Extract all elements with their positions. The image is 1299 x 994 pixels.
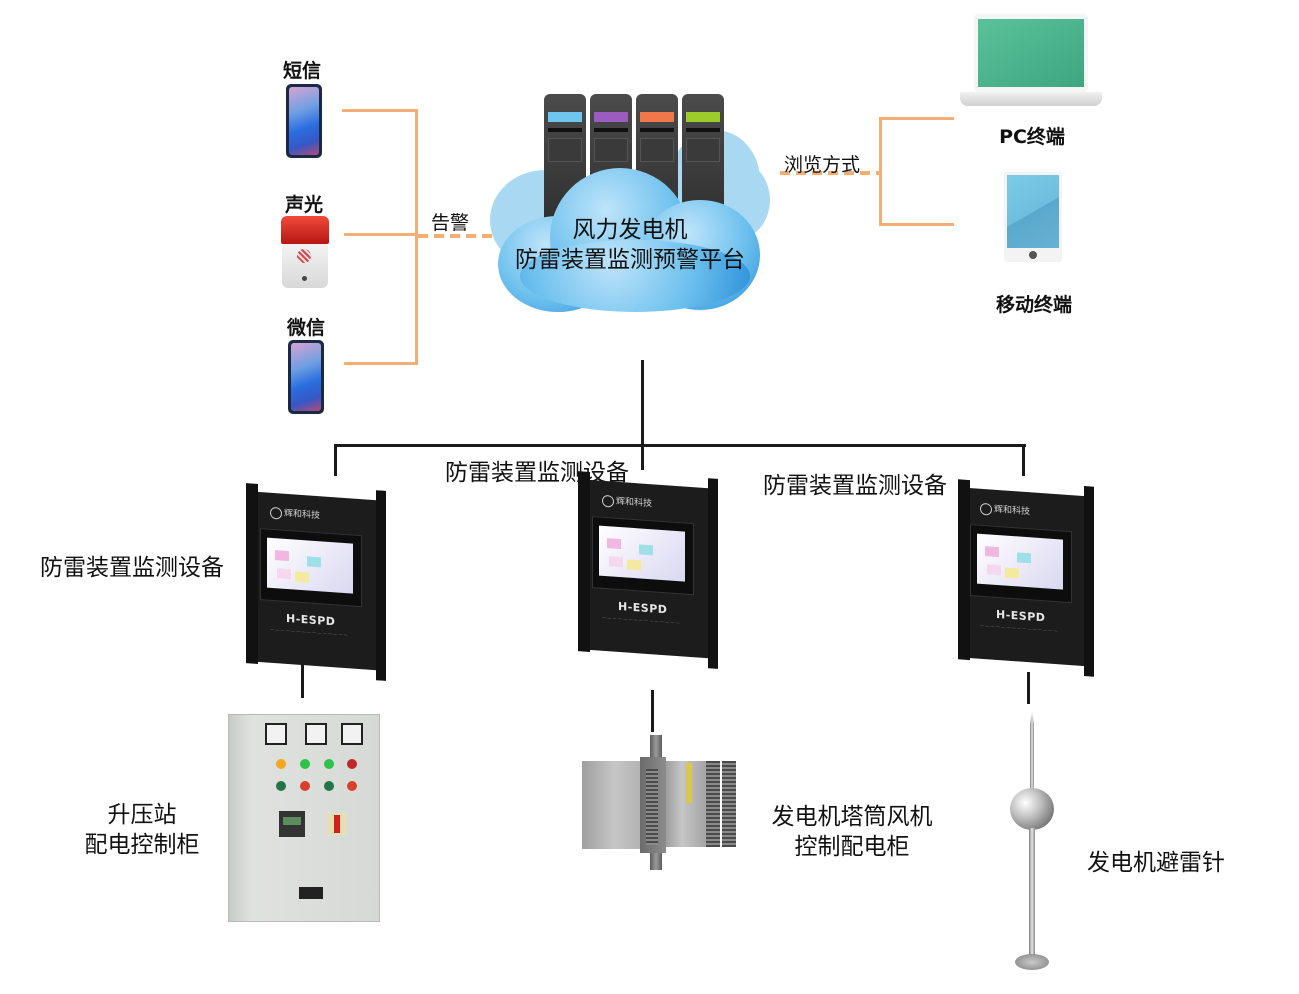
connector-line [651, 690, 654, 732]
monitoring-device: 辉和科技 H-ESPD — — — — — — — — — — — — — — … [958, 479, 1094, 677]
device-label: 防雷装置监测设备 [763, 473, 947, 499]
connector-line [1022, 444, 1025, 476]
target-label: 升压站 配电控制柜 [84, 802, 200, 858]
alert-connector-label: 告警 [431, 212, 470, 234]
connector-line [344, 233, 418, 236]
brand-logo: 辉和科技 [270, 505, 320, 522]
phone-icon [288, 340, 324, 414]
connector-line [344, 362, 418, 365]
device-screen [599, 525, 685, 582]
phone-icon [286, 84, 322, 158]
connector-line [1027, 672, 1030, 704]
alert-label-sms: 短信 [283, 60, 322, 82]
target-label: 发电机避雷针 [1087, 850, 1225, 876]
alert-label-wechat: 微信 [287, 317, 326, 339]
device-screen [977, 533, 1063, 590]
connector-line [879, 117, 882, 226]
connector-line [334, 444, 1026, 447]
device-screen [267, 537, 353, 594]
monitoring-device: 辉和科技 H-ESPD — — — — — — — — — — — — — — … [578, 471, 718, 669]
device-model: H-ESPD [618, 599, 668, 617]
siren-icon [280, 216, 330, 290]
connector-dashed-line [418, 234, 518, 238]
platform-title: 风力发电机 防雷装置监测预警平台 [495, 215, 765, 275]
tablet-icon [1004, 172, 1062, 262]
connector-line [641, 360, 644, 470]
server-band [548, 112, 582, 122]
cloud-platform [490, 90, 770, 320]
server-band [686, 112, 720, 122]
brand-logo: 辉和科技 [980, 501, 1030, 518]
connector-line [342, 109, 418, 112]
lightning-rod-icon [1005, 712, 1059, 974]
laptop-icon [960, 12, 1102, 108]
browse-connector-label: 浏览方式 [784, 154, 861, 176]
terminal-label-mobile: 移动终端 [995, 294, 1072, 316]
tower-control-box-icon [580, 735, 740, 870]
platform-title-line2: 防雷装置监测预警平台 [515, 247, 745, 273]
alert-label-sound-light: 声光 [285, 194, 324, 216]
connector-line [879, 223, 954, 226]
terminal-label-pc: PC终端 [999, 126, 1065, 148]
target-label: 发电机塔筒风机 控制配电柜 [771, 804, 933, 860]
connector-line [334, 444, 337, 476]
device-label: 防雷装置监测设备 [40, 555, 224, 581]
control-cabinet-icon [228, 714, 380, 922]
server-band [640, 112, 674, 122]
server-band [594, 112, 628, 122]
connector-dashed-line [780, 171, 880, 175]
device-model: H-ESPD [286, 611, 336, 629]
connector-line [415, 109, 418, 365]
device-model: H-ESPD [996, 607, 1046, 625]
monitoring-device: 辉和科技 H-ESPD — — — — — — — — — — — — — — … [246, 483, 386, 681]
connector-line [301, 664, 304, 698]
platform-title-line1: 风力发电机 [572, 217, 688, 243]
connector-line [879, 117, 954, 120]
brand-logo: 辉和科技 [602, 493, 652, 510]
